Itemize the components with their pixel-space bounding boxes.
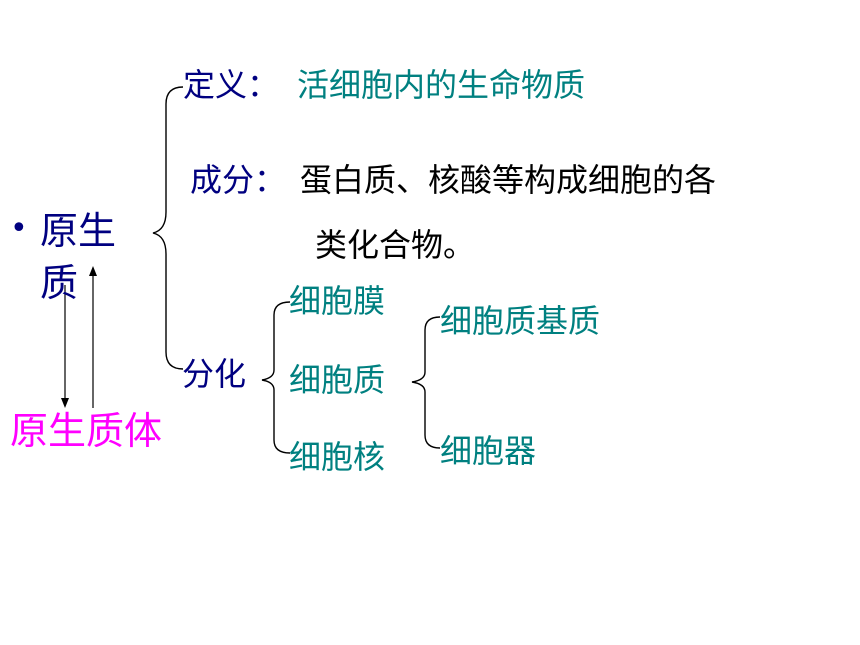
term-protoplasm-line2: 质 [40, 261, 79, 305]
term-protoplasm-line1: 原生 [40, 209, 117, 253]
up-arrow-head [89, 266, 97, 276]
definition-label: 定义： [183, 66, 280, 104]
bullet: • [10, 211, 28, 246]
composition-label: 成分： [190, 161, 287, 199]
definition-text: 活细胞内的生命物质 [297, 66, 586, 104]
cytoplasm: 细胞质 [289, 361, 386, 399]
cytoplasm-brace [411, 316, 441, 449]
organelle: 细胞器 [440, 432, 537, 470]
composition-text-line2: 类化合物。 [315, 226, 476, 264]
composition-text-line1: 蛋白质、核酸等构成细胞的各 [300, 161, 717, 199]
differentiation-brace [261, 301, 291, 454]
cytoplasm-matrix: 细胞质基质 [440, 302, 601, 340]
protoplast: 原生质体 [10, 409, 163, 453]
cell-membrane: 细胞膜 [289, 282, 386, 320]
differentiation-label: 分化 [182, 355, 247, 393]
main-brace [152, 86, 184, 370]
cell-nucleus: 细胞核 [289, 438, 386, 476]
down-arrow-head [61, 398, 69, 408]
